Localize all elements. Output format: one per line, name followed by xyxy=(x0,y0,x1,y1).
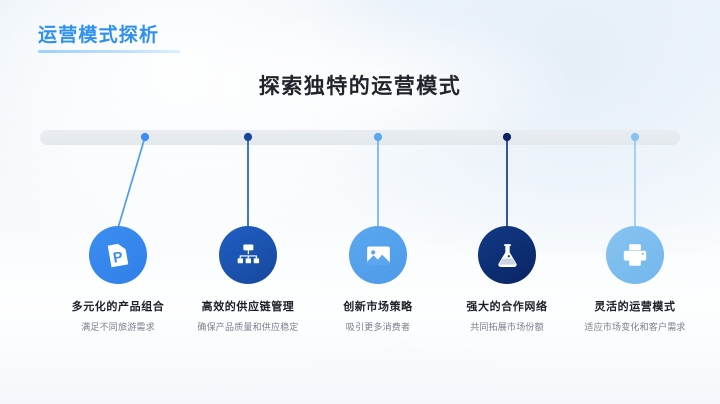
node-icon-bubble[interactable]: P xyxy=(89,226,147,291)
node-description: 吸引更多消费者 xyxy=(345,321,411,332)
node-title: 创新市场策略 xyxy=(343,301,413,313)
node-title: 强大的合作网络 xyxy=(466,301,548,313)
node-description: 共同拓展市场份额 xyxy=(470,321,544,332)
node-description: 满足不同旅游需求 xyxy=(81,321,155,332)
node-icon-bubble[interactable] xyxy=(606,226,664,291)
node-title: 多元化的产品组合 xyxy=(71,301,165,313)
node-icon-bubble[interactable] xyxy=(478,226,536,291)
document-p-icon: P xyxy=(103,240,133,270)
timeline-node[interactable]: 强大的合作网络共同拓展市场份额 xyxy=(427,226,587,334)
flask-icon xyxy=(493,241,522,270)
node-title: 灵活的运营模式 xyxy=(594,301,676,313)
node-title: 高效的供应链管理 xyxy=(201,301,295,313)
page-title: 探索独特的运营模式 xyxy=(258,75,462,98)
node-icon-bubble[interactable] xyxy=(219,226,277,291)
section-kicker-underline xyxy=(38,50,180,53)
node-description: 确保产品质量和供应稳定 xyxy=(197,321,299,332)
section-kicker-label: 运营模式探析 xyxy=(38,25,160,46)
printer-icon xyxy=(621,241,649,269)
org-chart-icon xyxy=(234,241,262,269)
node-description: 适应市场变化和客户需求 xyxy=(584,321,686,332)
timeline-node[interactable]: 创新市场策略吸引更多消费者 xyxy=(298,226,458,334)
timeline-node[interactable]: P 多元化的产品组合满足不同旅游需求 xyxy=(38,226,198,334)
image-icon xyxy=(364,241,393,270)
section-kicker: 运营模式探析 xyxy=(38,26,180,53)
node-icon-bubble[interactable] xyxy=(349,226,407,291)
timeline-node[interactable]: 灵活的运营模式适应市场变化和客户需求 xyxy=(555,226,715,334)
timeline-rail xyxy=(40,130,680,145)
svg-text:P: P xyxy=(112,249,125,266)
timeline-node[interactable]: 高效的供应链管理确保产品质量和供应稳定 xyxy=(168,226,328,334)
